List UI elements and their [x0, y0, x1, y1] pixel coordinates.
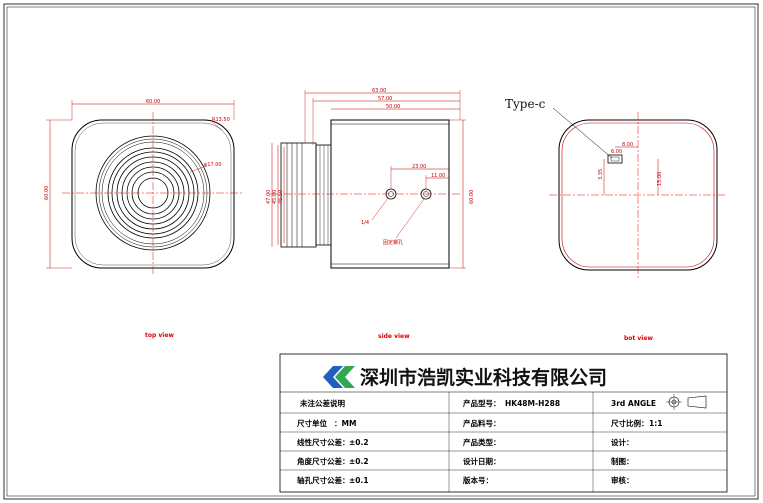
- company-logo: [323, 366, 355, 388]
- bot-dim-h2: 15.00: [657, 172, 663, 186]
- unit-value: ：MM: [334, 419, 356, 428]
- projection-symbol-icon: [666, 394, 707, 410]
- side-hole-label2: 固定螺孔: [383, 239, 403, 246]
- design-label: 设计：: [611, 437, 634, 447]
- top-view-label: top view: [145, 332, 174, 339]
- top-diameter-dim: φ17.00: [204, 162, 222, 168]
- review-label: 审核：: [611, 475, 634, 485]
- side-dim-inner2: 11.00: [431, 173, 445, 179]
- date-label: 设计日期：: [463, 456, 501, 466]
- company-name: 深圳市浩凯实业科技有限公司: [360, 366, 607, 389]
- type-c-port: [607, 154, 623, 164]
- angle-tol-value: ±0.2: [349, 457, 369, 466]
- bot-dim-small: 6.00: [611, 149, 622, 155]
- side-dim-top2: 57.00: [378, 96, 392, 102]
- side-dim-inner1: 23.00: [412, 164, 426, 170]
- draw-label: 制图：: [611, 456, 634, 466]
- side-dim-left3: 45.50: [278, 190, 284, 204]
- bot-dim-h: 3.35: [598, 169, 604, 180]
- side-view-lens: [280, 142, 317, 248]
- top-height-dim: 60.00: [44, 186, 50, 200]
- angle-tol-label: 角度尺寸公差：: [297, 456, 350, 466]
- top-view: 60.00 60.00 R13.50 φ17.00: [44, 99, 244, 276]
- top-corner-dim: R13.50: [212, 117, 230, 123]
- tolerance-title: 未注公差说明: [300, 398, 345, 408]
- outer-frame: [3, 3, 759, 500]
- side-hole-label: 1/4: [361, 220, 369, 226]
- material-label: 产品料号：: [463, 418, 501, 428]
- bot-view: 8.00 6.00 3.35 15.00 Type-c: [505, 97, 727, 278]
- unit-label: 尺寸单位: [297, 418, 327, 428]
- hole-tol-label: 轴孔尺寸公差：: [297, 475, 350, 485]
- bot-dim-w: 8.00: [622, 142, 633, 148]
- version-label: 版本号：: [462, 475, 493, 485]
- side-view-lens-mount: [315, 144, 332, 246]
- model-value: HK48M-H288: [505, 399, 560, 408]
- scale-value: 1:1: [649, 419, 662, 428]
- side-dim-top1: 63.00: [372, 88, 386, 94]
- side-view: 63.00 57.00 50.00 47.00 45.00 45.50 60.0…: [266, 88, 475, 269]
- linear-tol-label: 线性尺寸公差：: [297, 437, 350, 447]
- title-block: 深圳市浩凯实业科技有限公司 未注公差说明 尺寸单位 ：MM 线性尺寸公差： ±0…: [279, 353, 728, 493]
- side-view-label: side view: [378, 333, 410, 340]
- scale-label: 尺寸比例：: [611, 418, 649, 428]
- model-label: 产品型号：: [463, 398, 501, 408]
- inner-frame: [6, 6, 756, 497]
- projection-label: 3rd ANGLE: [611, 399, 656, 408]
- side-dim-top3: 50.00: [386, 104, 400, 110]
- linear-tol-value: ±0.2: [349, 438, 369, 447]
- type-label: 产品类型：: [463, 437, 501, 447]
- top-width-dim: 60.00: [146, 99, 160, 105]
- type-c-callout: Type-c: [505, 97, 546, 111]
- side-dim-left1: 47.00: [266, 190, 272, 204]
- hole-tol-value: ±0.1: [349, 476, 369, 485]
- bot-view-label: bot view: [624, 335, 653, 342]
- side-dim-right: 60.00: [469, 190, 475, 204]
- side-dim-left2: 45.00: [272, 190, 278, 204]
